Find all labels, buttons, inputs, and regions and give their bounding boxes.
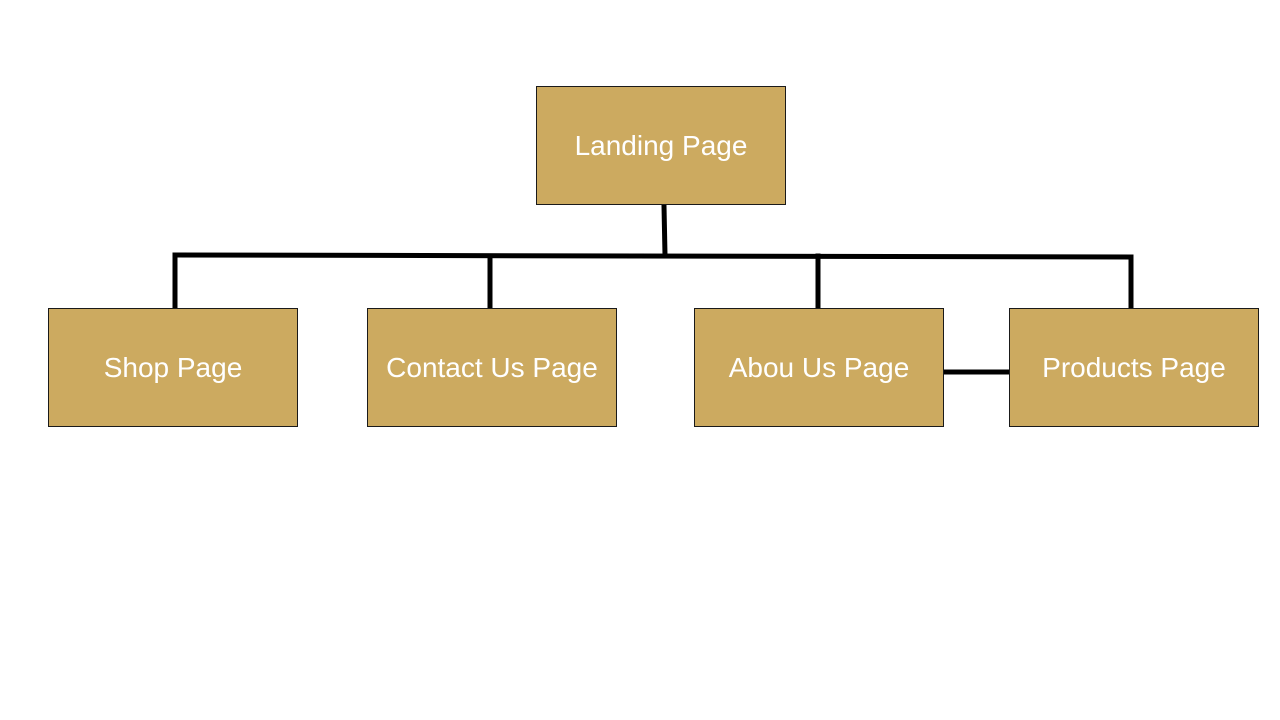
node-contact-us-page: Contact Us Page: [367, 308, 617, 427]
node-about-us-page: Abou Us Page: [694, 308, 944, 427]
node-landing-page: Landing Page: [536, 86, 786, 205]
node-products-page: Products Page: [1009, 308, 1259, 427]
node-about-us-page-label: Abou Us Page: [728, 351, 910, 383]
node-shop-page: Shop Page: [48, 308, 298, 427]
node-landing-page-label: Landing Page: [574, 129, 748, 161]
node-contact-us-page-label: Contact Us Page: [386, 351, 598, 383]
node-shop-page-label: Shop Page: [103, 351, 243, 383]
node-products-page-label: Products Page: [1042, 351, 1226, 383]
connector-landing-trunk: [661, 203, 668, 258]
connector-horizontal-bus: [172, 252, 1134, 260]
